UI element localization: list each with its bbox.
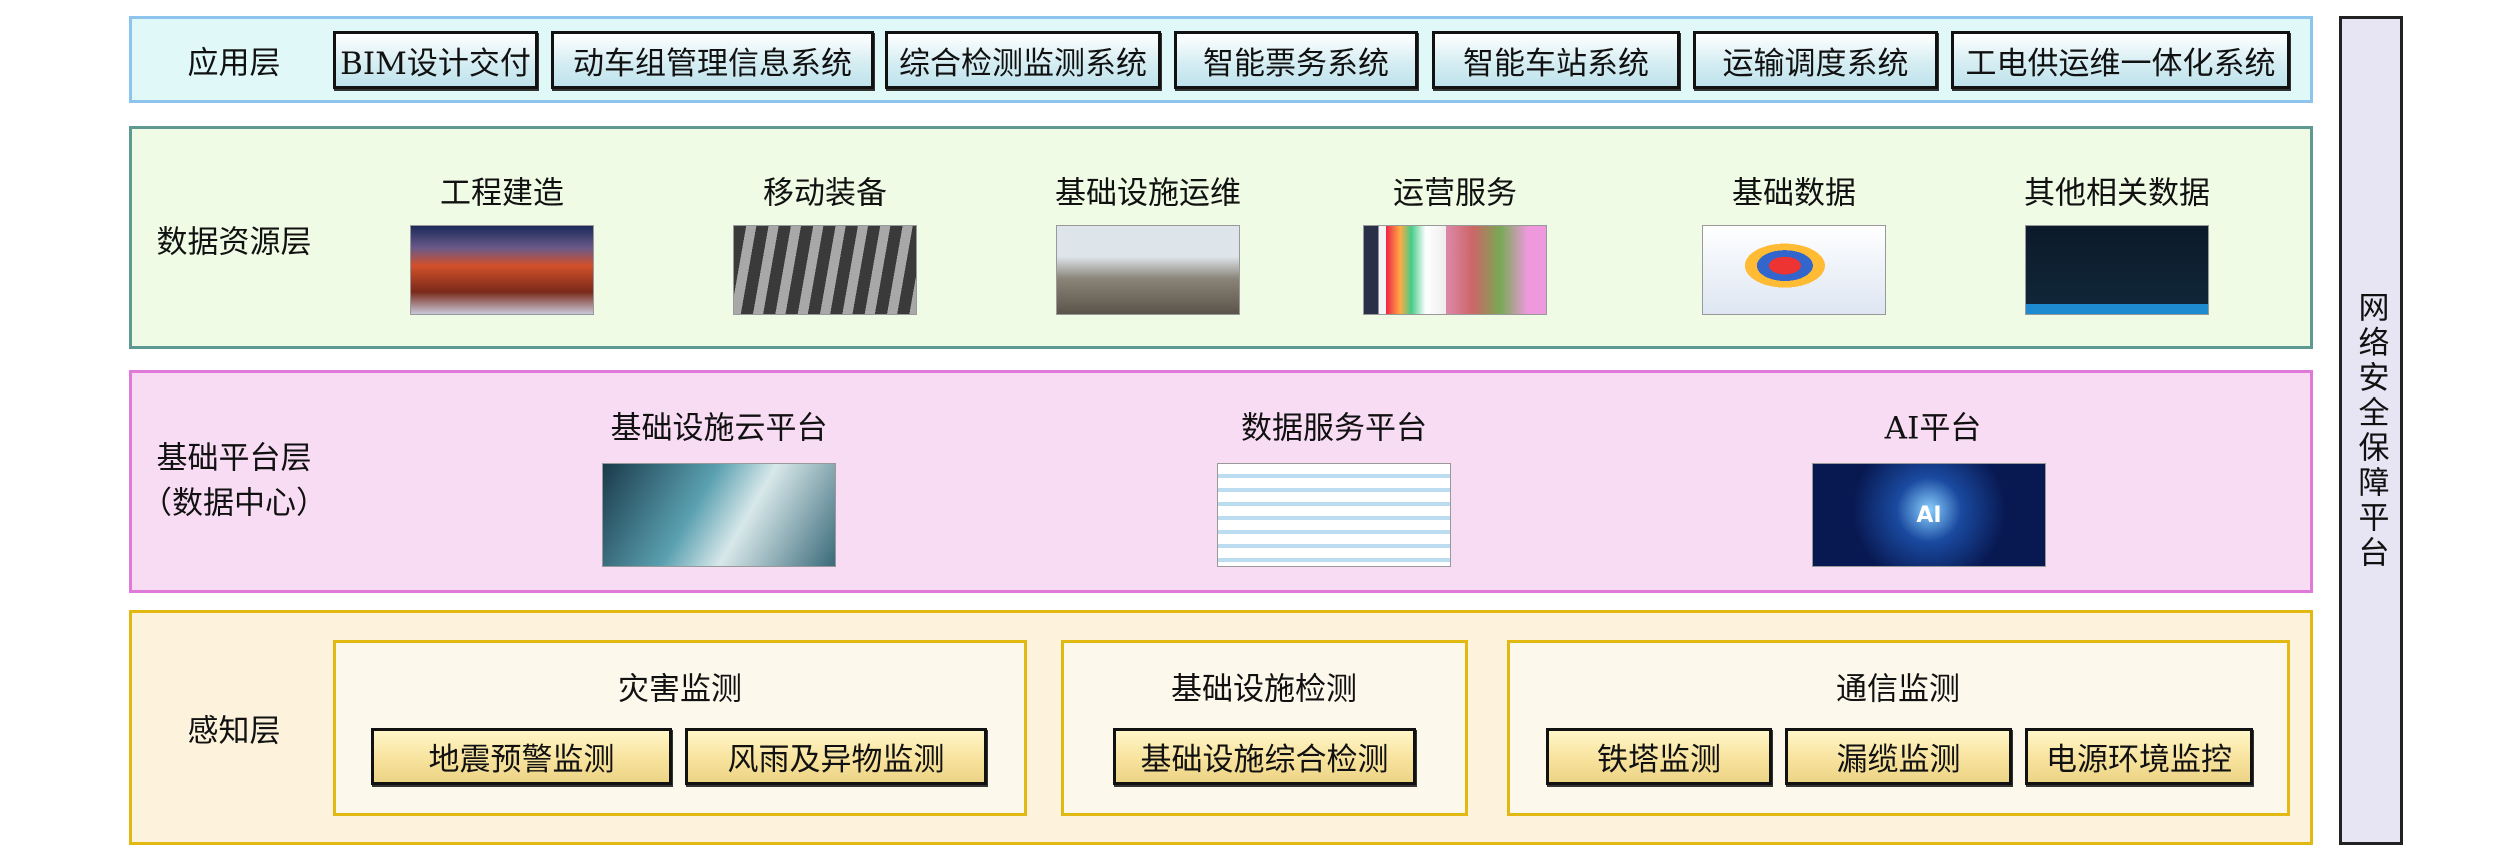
platform-layer-title: 基础平台层 xyxy=(156,440,312,477)
communication-monitoring-title: 通信监测 xyxy=(1836,671,1960,708)
app-system-emu[interactable]: 动车组管理信息系统 xyxy=(551,31,874,89)
power-environment-monitoring-button[interactable]: 电源环境监控 xyxy=(2025,728,2253,785)
other-data-dashboard-image xyxy=(2025,225,2209,315)
data-item-operation-service: 运营服务 xyxy=(1393,175,1517,212)
data-item-infrastructure-om: 基础设施运维 xyxy=(1055,175,1241,212)
app-system-maintenance[interactable]: 工电供运维一体化系统 xyxy=(1951,31,2290,89)
perception-layer-title: 感知层 xyxy=(187,713,281,750)
infrastructure-inspection-title: 基础设施检测 xyxy=(1171,671,1357,708)
app-system-ticketing[interactable]: 智能票务系统 xyxy=(1174,31,1418,89)
earthquake-warning-button[interactable]: 地震预警监测 xyxy=(371,728,672,785)
platform-layer-subtitle: （数据中心） xyxy=(141,485,327,522)
platform-item-data-service: 数据服务平台 xyxy=(1241,410,1427,447)
data-service-diagram-image xyxy=(1217,463,1451,567)
leaky-cable-monitoring-button[interactable]: 漏缆监测 xyxy=(1785,728,2012,785)
data-resource-layer-title: 数据资源层 xyxy=(156,224,312,261)
construction-image xyxy=(410,225,594,315)
app-system-dispatch[interactable]: 运输调度系统 xyxy=(1693,31,1938,89)
network-security-platform: 网络安全保障平台 xyxy=(2339,16,2403,845)
platform-item-ai: AI平台 xyxy=(1884,410,1982,447)
ai-logo-text: AI xyxy=(1916,502,1942,528)
data-item-basic-data: 基础数据 xyxy=(1732,175,1856,212)
app-system-station[interactable]: 智能车站系统 xyxy=(1432,31,1680,89)
platform-item-cloud: 基础设施云平台 xyxy=(610,410,828,447)
wind-rain-foreign-object-button[interactable]: 风雨及异物监测 xyxy=(685,728,987,785)
ai-platform-image: AI xyxy=(1812,463,2046,567)
basic-data-chart-image xyxy=(1702,225,1886,315)
data-item-construction: 工程建造 xyxy=(440,175,564,212)
network-security-title: 网络安全保障平台 xyxy=(2352,290,2389,571)
app-system-inspection[interactable]: 综合检测监测系统 xyxy=(885,31,1161,89)
data-item-mobile-equipment: 移动装备 xyxy=(763,175,887,212)
operation-dashboard-image xyxy=(1363,225,1547,315)
mobile-equipment-image xyxy=(733,225,917,315)
data-item-other: 其他相关数据 xyxy=(2024,175,2210,212)
tower-monitoring-button[interactable]: 铁塔监测 xyxy=(1546,728,1772,785)
cloud-platform-image xyxy=(602,463,836,567)
application-layer-title: 应用层 xyxy=(187,45,281,82)
infrastructure-comprehensive-inspection-button[interactable]: 基础设施综合检测 xyxy=(1113,728,1416,785)
app-system-bim[interactable]: BIM设计交付 xyxy=(333,31,538,89)
disaster-monitoring-title: 灾害监测 xyxy=(618,671,742,708)
infrastructure-image xyxy=(1056,225,1240,315)
